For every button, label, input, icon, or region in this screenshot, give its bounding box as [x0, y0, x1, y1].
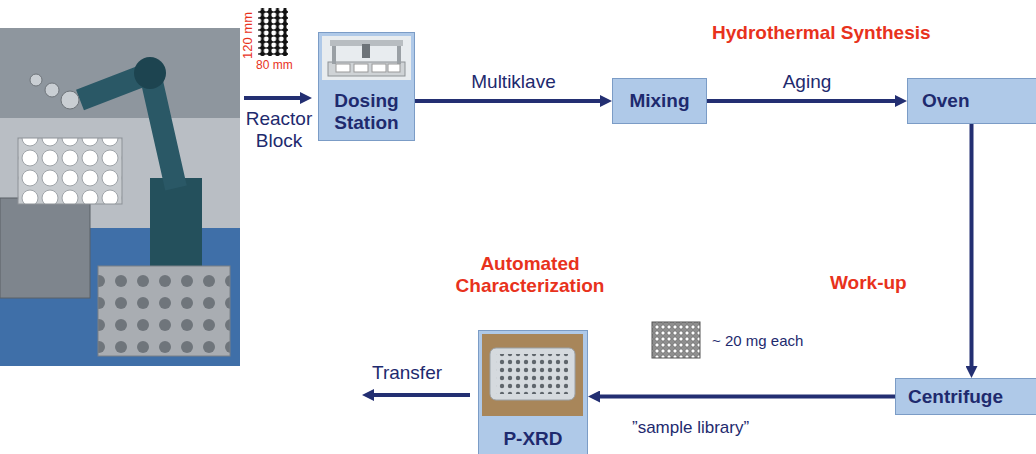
photo-background	[0, 28, 240, 366]
section-heading: Work-up	[830, 272, 907, 294]
input-label: Reactor Block	[240, 108, 318, 152]
robot-photo	[0, 28, 240, 366]
vial-rack	[336, 64, 350, 72]
section-heading: Automated Characterization	[435, 253, 625, 297]
photo-metal-plate	[98, 266, 230, 356]
process-box: Centrifuge	[895, 378, 1036, 415]
photo-robot-joint	[134, 57, 166, 89]
dosing-head	[362, 44, 370, 58]
flow-arrow	[970, 124, 974, 368]
process-box: P-XRD	[478, 330, 588, 454]
vial-rack	[354, 64, 368, 72]
dimension-label: 120 mm	[241, 8, 256, 62]
library-label: ”sample library”	[632, 418, 749, 438]
section-heading: Hydrothermal Synthesis	[712, 22, 931, 44]
picture-background	[322, 36, 411, 80]
box-text: P-XRD	[503, 428, 562, 450]
xrd-plate-picture	[482, 334, 583, 416]
reactor-block-icon	[258, 8, 288, 56]
edge-label: Multiklave	[468, 71, 558, 93]
photo-robot-arm	[80, 73, 176, 188]
box-text: Centrifuge	[908, 386, 1003, 408]
amount-note: ~ 20 mg each	[712, 332, 803, 349]
process-box: Mixing	[612, 78, 707, 124]
dimension-label: 80 mm	[256, 59, 293, 73]
edge-label: Aging	[780, 71, 835, 93]
output-label: Transfer	[372, 362, 442, 384]
xrd-plate-wells	[496, 354, 568, 394]
photo-gripper	[45, 83, 59, 97]
flow-arrow	[598, 395, 895, 399]
box-text: Oven	[922, 90, 970, 112]
process-box: Dosing Station	[318, 32, 415, 141]
box-text: Dosing Station	[323, 90, 410, 134]
photo-disk-tray	[18, 138, 122, 204]
flow-arrow	[415, 99, 602, 103]
picture-background	[482, 334, 583, 416]
robot-deck	[328, 62, 405, 76]
photo-gripper	[30, 74, 42, 86]
sample-plate-icon	[652, 322, 700, 358]
photo-gripper	[61, 91, 79, 109]
dosing-station-picture	[322, 36, 411, 80]
transfer-arrow	[372, 393, 470, 397]
box-text: Mixing	[629, 90, 689, 112]
flow-arrow	[707, 99, 897, 103]
vial-rack	[388, 64, 400, 72]
photo-machine	[0, 198, 90, 298]
xrd-plate	[490, 348, 575, 400]
vial-rack	[372, 64, 386, 72]
process-box: Oven	[907, 78, 1036, 124]
input-arrow	[244, 96, 302, 100]
